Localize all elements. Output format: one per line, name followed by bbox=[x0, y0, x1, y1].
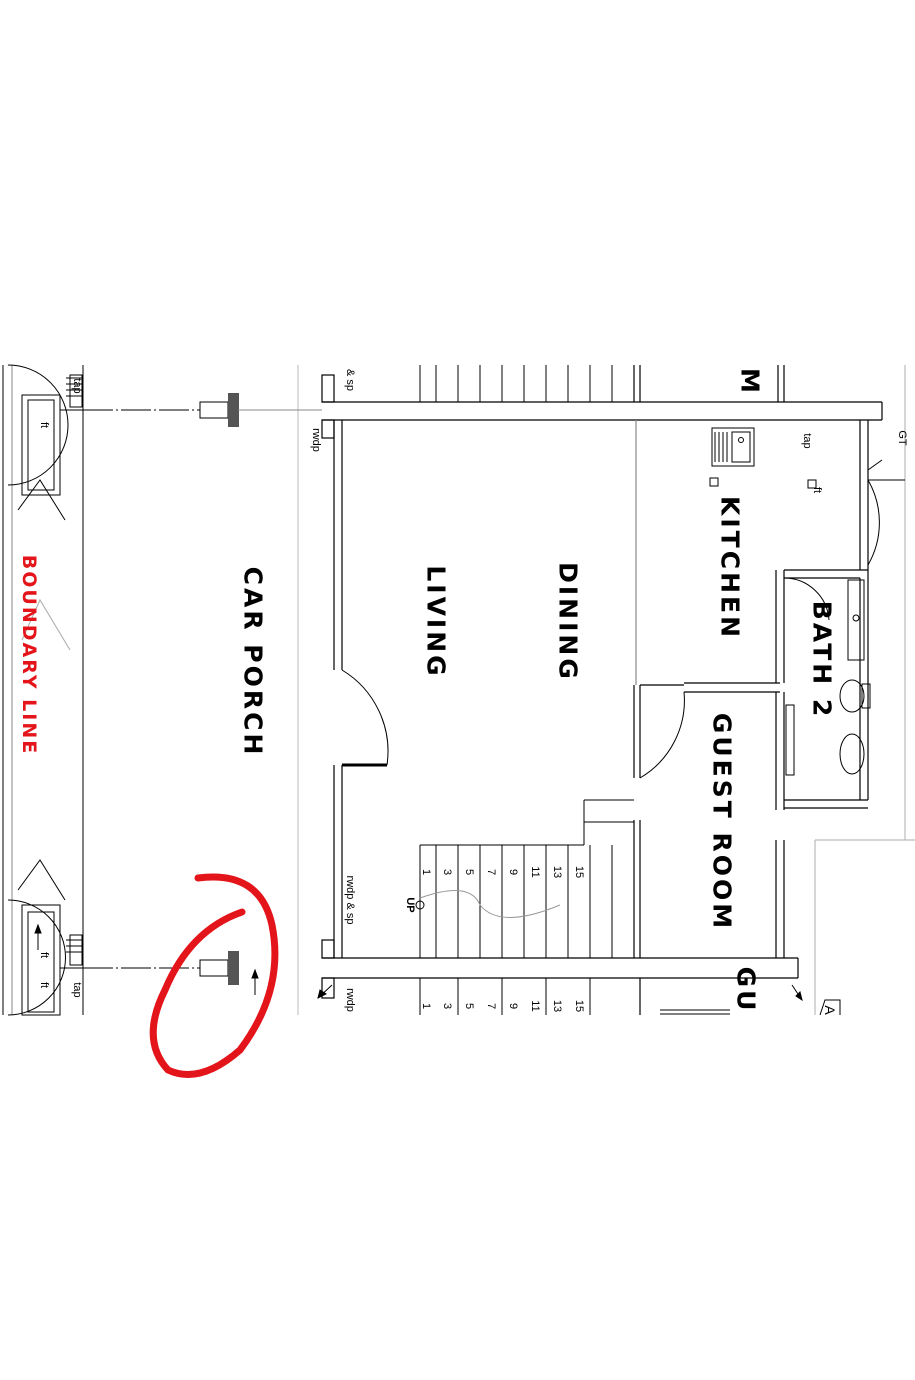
car-porch-label: CAR PORCH bbox=[238, 566, 268, 758]
ft-label-bottom-left-2: ft bbox=[38, 981, 50, 989]
stair-number-lower: 15 bbox=[573, 999, 585, 1013]
rwdp-label-top: rwdp bbox=[310, 428, 322, 452]
ft-label-bottom-left-1: ft bbox=[38, 951, 50, 959]
tap-label-bottom-left: tap bbox=[71, 982, 83, 998]
ft-label-top-left: ft bbox=[38, 421, 50, 429]
kitchen-sink bbox=[709, 427, 817, 489]
car-porch-lines bbox=[83, 365, 299, 1015]
rwdp-sp-label-bottom: rwdp & sp bbox=[344, 875, 356, 925]
stair-number-lower: 13 bbox=[551, 999, 563, 1013]
kitchen-door bbox=[867, 479, 905, 566]
ft-label-kitchen: ft bbox=[811, 486, 823, 494]
boundary-line-label: BOUNDARY LINE bbox=[18, 554, 40, 756]
stair-number: 7 bbox=[485, 868, 497, 876]
bath-2-label: BATH 2 bbox=[807, 600, 837, 720]
a-partial-label: A bbox=[822, 1005, 838, 1015]
stair-number: 11 bbox=[529, 866, 541, 878]
markup-circle bbox=[149, 873, 279, 1078]
lower-right-detail bbox=[660, 999, 841, 1016]
living-door bbox=[341, 669, 389, 767]
stair-number-lower: 7 bbox=[485, 1002, 497, 1010]
living-label: LIVING bbox=[421, 565, 451, 679]
stair-number: 1 bbox=[420, 868, 432, 876]
porch-column-bottom bbox=[199, 951, 239, 985]
porch-column-top bbox=[199, 393, 239, 427]
gt-label: GT bbox=[896, 430, 908, 446]
bath-door bbox=[783, 577, 830, 621]
stair-number-lower: 5 bbox=[463, 1002, 475, 1010]
tap-label-kitchen: tap bbox=[801, 433, 813, 449]
stair-number: 3 bbox=[441, 868, 453, 876]
m-partial-label: M bbox=[735, 368, 765, 396]
house-walls bbox=[321, 365, 915, 1015]
stair-number-lower: 9 bbox=[507, 1002, 519, 1010]
rwdp-label-bottom: rwdp bbox=[344, 988, 356, 1012]
stair-number: 13 bbox=[551, 865, 563, 879]
kitchen-label: KITCHEN bbox=[715, 496, 745, 640]
staircase bbox=[415, 365, 634, 1015]
boundary-strip bbox=[2, 365, 84, 1015]
stair-number: 5 bbox=[463, 868, 475, 876]
dining-label: DINING bbox=[553, 562, 583, 682]
stair-number-lower: 1 bbox=[420, 1002, 432, 1010]
stair-number: 9 bbox=[507, 868, 519, 876]
stair-up-label: UP bbox=[404, 897, 416, 913]
gate-detail-top bbox=[7, 364, 84, 496]
stair-number: 15 bbox=[573, 865, 585, 879]
sp-label-top: & sp bbox=[344, 368, 356, 392]
stair-number-lower: 3 bbox=[441, 1002, 453, 1010]
guest-room-label: GUEST ROOM bbox=[707, 712, 737, 932]
stair-number-lower: 11 bbox=[529, 1000, 541, 1012]
guest-door bbox=[639, 691, 685, 779]
gate-detail-bottom bbox=[7, 899, 84, 1016]
guest-partial-label: GU bbox=[731, 966, 761, 1014]
bath-fixtures bbox=[785, 579, 871, 776]
tap-label-top-left: tap bbox=[71, 378, 83, 394]
arrows bbox=[34, 459, 883, 1002]
